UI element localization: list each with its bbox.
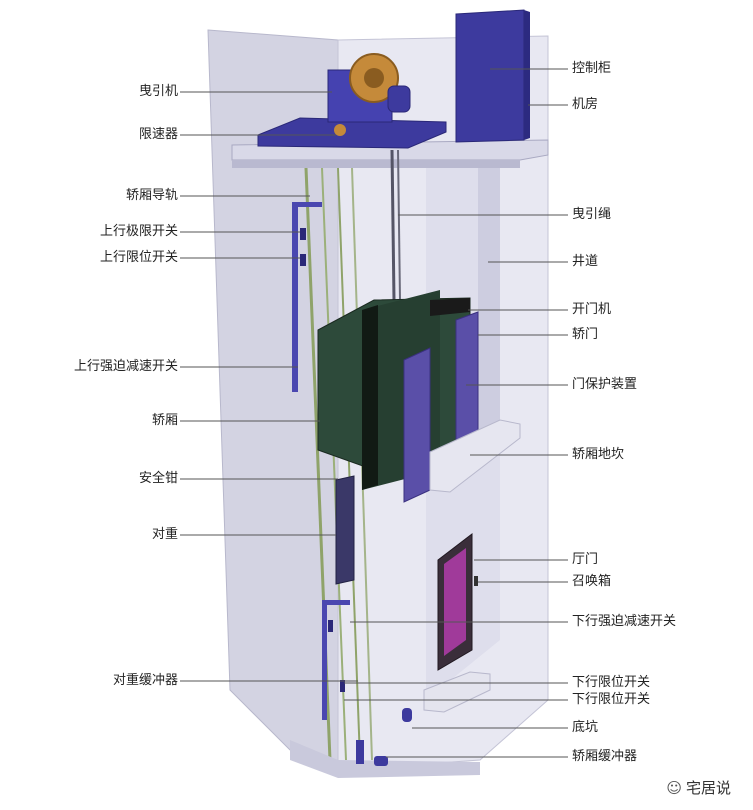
counterweight-buffer-shape xyxy=(356,740,364,764)
car-door-right xyxy=(455,311,479,451)
traction-rope-1 xyxy=(390,149,396,301)
label-traction-machine: 曳引机 xyxy=(138,84,178,99)
machine-room-floor-edge xyxy=(232,160,520,168)
label-hoistway: 井道 xyxy=(572,254,599,269)
traction-rope-2 xyxy=(397,149,401,301)
leader-lines xyxy=(180,68,568,758)
guide-rail-3 xyxy=(337,167,361,761)
car-buffer-shape xyxy=(374,756,388,766)
door-operator-beam xyxy=(430,298,470,316)
upper-switch-bracket xyxy=(292,202,298,392)
pit-floor xyxy=(290,740,480,778)
label-pit: 底坑 xyxy=(572,720,599,735)
call-box-shape xyxy=(474,576,478,586)
counterweight-block xyxy=(335,475,355,585)
speed-governor-wheel xyxy=(334,124,346,136)
landing-slab-upper xyxy=(429,419,521,493)
label-door-protection-device: 门保护装置 xyxy=(572,377,638,392)
label-speed-governor: 限速器 xyxy=(138,127,178,142)
label-traction-rope: 曳引绳 xyxy=(572,207,612,222)
label-counterweight: 对重 xyxy=(151,527,178,542)
label-safety-gear: 安全钳 xyxy=(138,471,178,486)
label-call-box: 召唤箱 xyxy=(572,574,612,589)
label-car-buffer: 轿厢缓冲器 xyxy=(572,749,638,764)
label-car-door: 轿门 xyxy=(572,327,599,342)
label-up-limit-extreme-switch: 上行极限开关 xyxy=(99,224,178,239)
watermark: ☺ 宅居说 xyxy=(666,777,731,798)
label-landing-door: 厅门 xyxy=(572,552,599,567)
watermark-text: 宅居说 xyxy=(685,779,731,797)
landing-slab-lower xyxy=(423,671,491,713)
pit-fitting xyxy=(402,708,412,722)
label-counterweight-buffer: 对重缓冲器 xyxy=(112,673,178,688)
label-down-forced-decel-switch: 下行强迫减速开关 xyxy=(572,614,677,629)
lower-switch-bracket xyxy=(322,600,327,720)
guide-rail-2 xyxy=(321,167,347,761)
label-door-operator: 开门机 xyxy=(572,302,612,317)
wechat-icon: ☺ xyxy=(666,778,682,797)
hoistway-right-face xyxy=(478,160,500,440)
motor-cap xyxy=(387,85,411,113)
machine-base xyxy=(257,117,447,149)
label-car-sill: 轿厢地坎 xyxy=(572,447,625,462)
label-machine-room: 机房 xyxy=(572,97,599,112)
label-car: 轿厢 xyxy=(151,413,178,428)
landing-door-panel xyxy=(444,548,466,656)
label-control-cabinet: 控制柜 xyxy=(572,61,612,76)
label-car-guide-rail: 轿厢导轨 xyxy=(125,188,178,203)
control-cabinet-shape xyxy=(455,9,525,143)
label-down-limit-switch-1: 下行限位开关 xyxy=(572,675,651,690)
label-up-limit-switch: 上行限位开关 xyxy=(99,250,178,265)
label-up-forced-decel-switch: 上行强迫减速开关 xyxy=(73,359,178,374)
label-down-limit-switch-2: 下行限位开关 xyxy=(572,692,651,707)
car-door-left xyxy=(403,347,431,503)
